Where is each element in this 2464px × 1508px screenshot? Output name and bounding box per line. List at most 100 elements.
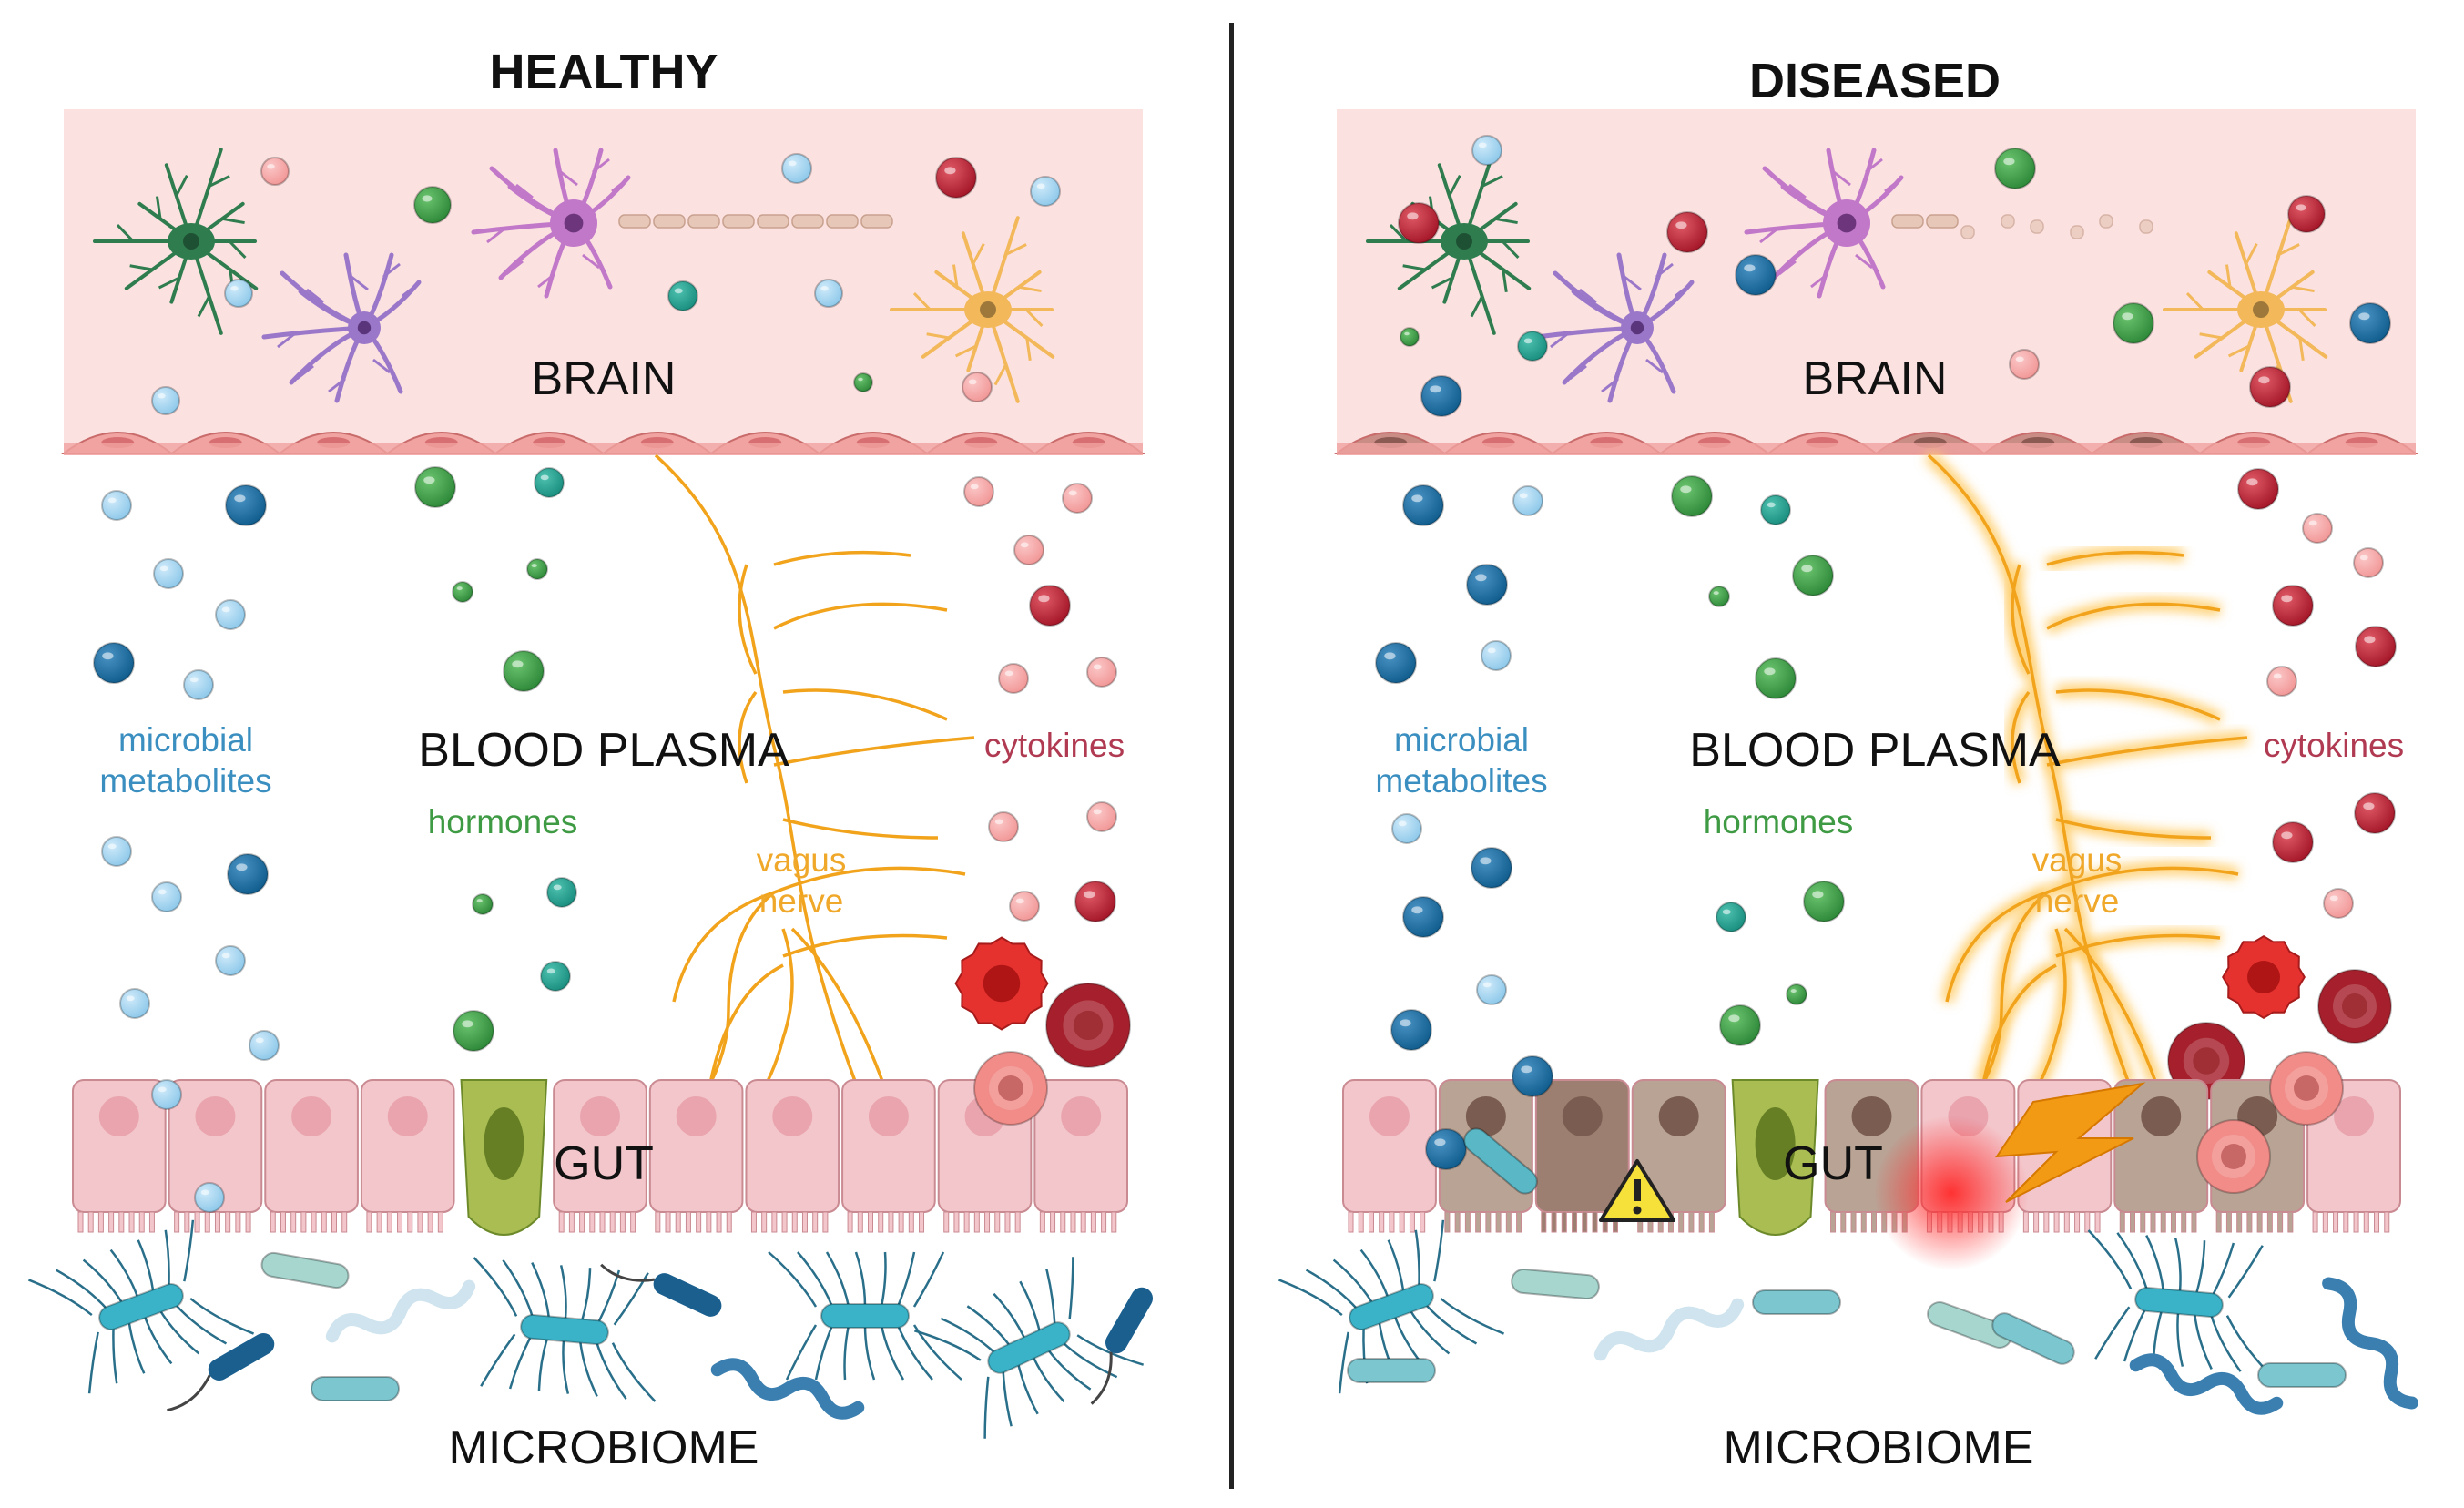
microbial-metabolites-label: microbial metabolites <box>1375 719 1547 801</box>
metabolites-line2: metabolites <box>1375 762 1548 800</box>
molecule <box>963 476 994 507</box>
molecule <box>1420 375 1462 417</box>
bacterium <box>260 1251 350 1289</box>
blood-plasma-label: BLOOD PLASMA <box>418 724 789 777</box>
molecule <box>1030 176 1061 207</box>
molecule <box>1402 896 1444 938</box>
molecule <box>2287 195 2326 233</box>
molecule <box>2249 366 2291 408</box>
damaged-gut-cell <box>1631 1079 1726 1233</box>
molecule <box>1481 640 1512 671</box>
pink-neuron <box>471 148 631 299</box>
molecule <box>1719 1004 1761 1046</box>
gut-cell <box>841 1079 936 1233</box>
molecule <box>1735 254 1777 296</box>
molecule <box>2237 468 2279 510</box>
molecule <box>93 642 135 684</box>
goblet-cell <box>460 1079 548 1236</box>
diseased-title: DISEASED <box>1748 54 2001 108</box>
vagus-line2: nerve <box>759 882 844 921</box>
bacterium <box>768 1251 962 1381</box>
green-glial-cell <box>93 148 259 335</box>
damaged-gut-cell <box>2113 1079 2209 1233</box>
molecule <box>1425 1128 1467 1170</box>
molecule <box>1375 642 1417 684</box>
astrocyte <box>890 216 1055 403</box>
molecule <box>1029 585 1071 627</box>
gut-cell <box>360 1079 455 1233</box>
bacterium <box>473 1257 657 1402</box>
molecule <box>534 467 565 498</box>
immune-cell <box>2317 969 2392 1044</box>
molecule <box>249 1030 280 1061</box>
metabolites-line1: microbial <box>117 721 254 759</box>
molecule <box>1009 891 1040 922</box>
gut-cell <box>745 1079 840 1233</box>
vagus-nerve-label: vagus nerve <box>757 840 847 922</box>
molecule <box>2354 792 2396 834</box>
molecule <box>472 893 494 915</box>
metabolites-line2: metabolites <box>99 762 272 800</box>
molecule <box>119 988 150 1019</box>
bacterium <box>27 1219 255 1394</box>
molecule <box>546 877 577 908</box>
molecule <box>194 1182 225 1213</box>
molecule <box>2355 626 2397 667</box>
gut-cell <box>1342 1079 1437 1233</box>
microbiome-label: MICROBIOME <box>1723 1421 2034 1474</box>
molecule <box>2353 547 2384 578</box>
molecule <box>1402 484 1444 526</box>
vagus-nerve <box>1924 450 2248 1106</box>
molecule <box>151 881 182 912</box>
molecule <box>853 372 873 392</box>
molecule <box>1074 881 1116 922</box>
hormones-label: hormones <box>1703 803 1854 841</box>
molecule <box>1013 535 1044 566</box>
molecule <box>227 853 269 895</box>
gut-cell <box>72 1079 167 1233</box>
bacterium <box>1278 1219 1505 1394</box>
gut-label: GUT <box>554 1137 654 1190</box>
bacterium <box>1752 1289 1841 1315</box>
molecule <box>1391 813 1422 844</box>
immune-cell <box>1045 983 1131 1068</box>
bacterium <box>600 1263 722 1317</box>
molecule <box>1086 801 1117 832</box>
bacterium <box>1347 1358 1436 1383</box>
bacterium <box>1463 1127 1538 1195</box>
molecule <box>1466 564 1508 606</box>
molecule <box>1716 902 1746 932</box>
bacterium <box>1090 1287 1153 1405</box>
gut-cell <box>1033 1079 1129 1233</box>
molecule <box>526 558 548 580</box>
molecule <box>215 599 246 630</box>
molecule <box>453 1010 494 1052</box>
molecule <box>1512 485 1543 516</box>
bacterium <box>2129 1353 2284 1415</box>
molecule <box>1476 974 1507 1005</box>
molecule <box>151 386 180 415</box>
molecule <box>667 280 698 311</box>
molecule <box>260 157 290 186</box>
blood-brain-barrier <box>61 432 1145 455</box>
brain-label: BRAIN <box>1802 352 1948 405</box>
molecule <box>2266 666 2297 697</box>
diseased-panel: DISEASED BRAIN BLOOD PLASMA GUT MICROBIO… <box>1232 0 2464 1508</box>
molecule <box>2113 302 2154 344</box>
microbial-metabolites-label: microbial metabolites <box>99 719 271 801</box>
vagus-nerve <box>654 453 975 1103</box>
bacterium <box>2087 1229 2271 1375</box>
metabolites-line1: microbial <box>1393 721 1530 759</box>
bacterium <box>1511 1268 1600 1300</box>
vagus-line2: nerve <box>2034 882 2120 921</box>
molecule <box>1994 148 2036 189</box>
bacterium <box>2322 1277 2418 1410</box>
molecule <box>183 669 214 700</box>
molecule <box>2302 513 2333 544</box>
molecule <box>1671 475 1713 517</box>
gut-epithelium <box>72 1079 1129 1236</box>
microbiome-label: MICROBIOME <box>448 1421 759 1474</box>
blood-brain-barrier <box>1334 432 2418 455</box>
myelinated-axon <box>1891 214 2153 239</box>
molecule <box>1512 1055 1553 1097</box>
